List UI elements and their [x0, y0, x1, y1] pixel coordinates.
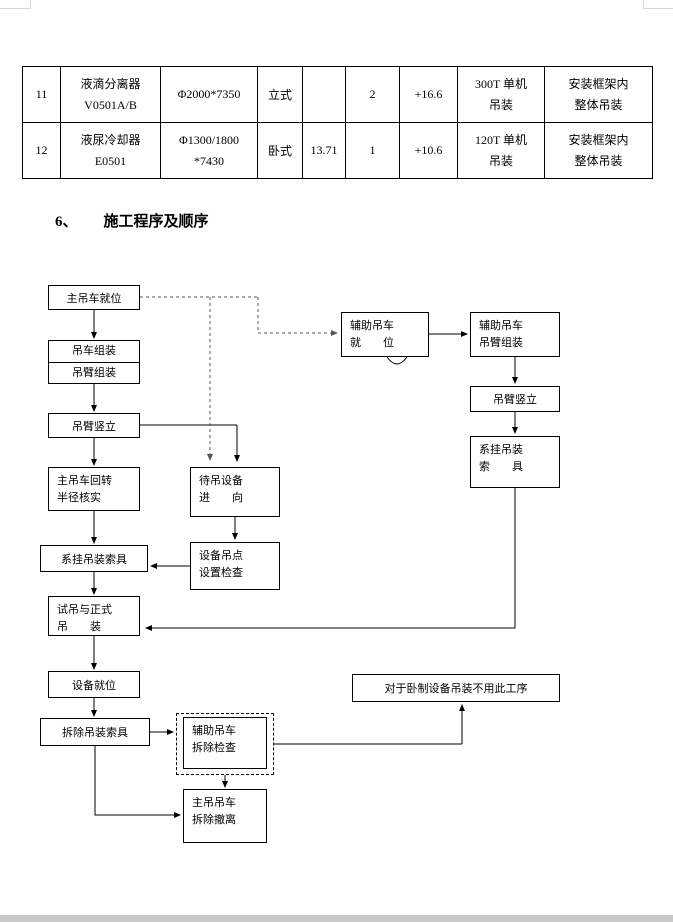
cell-method: 安装框架内 整体吊装	[544, 122, 653, 179]
page-margin-mark-top-left-v	[30, 0, 31, 9]
cell-equipment-name: 液滴分离器 V0501A/B	[60, 66, 161, 123]
flow-label: 试吊与正式	[57, 604, 112, 616]
crane-line: 吊装	[488, 97, 513, 112]
cell-weight: 13.71	[302, 122, 346, 179]
flow-label: 辅助吊车	[350, 320, 394, 332]
flow-label: 设备吊点	[199, 550, 243, 562]
crane-line: 300T 单机	[474, 76, 528, 91]
cell-weight	[302, 66, 346, 123]
cell-elevation: +10.6	[399, 122, 458, 179]
flow-label: 拆除吊装索具	[62, 727, 128, 739]
cell-method: 安装框架内 整体吊装	[544, 66, 653, 123]
cell-dimensions: Φ1300/1800 *7430	[160, 122, 258, 179]
flow-box-equipment-in-place: 设备就位	[48, 671, 140, 698]
equipment-tag: V0501A/B	[84, 97, 137, 112]
flow-label: 待吊设备	[199, 475, 243, 487]
flow-box-trial-and-formal-lift: 试吊与正式 吊 装	[48, 596, 140, 636]
flow-label: 拆除检查	[192, 742, 236, 754]
table-row: 11 液滴分离器 V0501A/B Φ2000*7350 立式 2 +16.6 …	[22, 66, 653, 123]
flow-label: 系挂吊装索具	[61, 553, 127, 566]
flow-label: 辅助吊车	[192, 725, 236, 737]
crane-line: 120T 单机	[474, 132, 528, 147]
flow-box-attach-rigging-left: 系挂吊装索具	[40, 545, 148, 572]
flow-box-slew-radius-check: 主吊车回转 半径核实	[48, 467, 140, 511]
flow-label: 系挂吊装	[479, 444, 523, 456]
flow-box-main-crane-in-place: 主吊车就位	[48, 285, 140, 310]
section-title: 施工程序及顺序	[103, 214, 209, 230]
cell-qty: 1	[345, 122, 400, 179]
flow-box-boom-erect-right: 吊臂竖立	[470, 386, 560, 412]
equipment-name: 液滴分离器	[80, 76, 141, 91]
page-margin-mark-top-left-h	[0, 8, 30, 9]
dimension-line: Φ2000*7350	[177, 87, 241, 101]
flow-box-equipment-arrival: 待吊设备 进 向	[190, 467, 280, 517]
flow-box-aux-crane-removal: 辅助吊车 拆除检查	[183, 717, 267, 769]
cell-orientation: 卧式	[257, 122, 303, 179]
flow-label: 设置检查	[199, 567, 243, 579]
flow-box-aux-crane-removal-outer: 辅助吊车 拆除检查	[176, 713, 274, 775]
flow-label: 进 向	[199, 492, 243, 504]
dimension-line: Φ1300/1800	[178, 132, 240, 147]
flow-box-crane-and-boom-assembly: 吊车组装 吊臂组装	[48, 340, 140, 384]
cell-equipment-name: 液尿冷却器 E0501	[60, 122, 161, 179]
section-heading: 6、 施工程序及顺序	[55, 210, 209, 231]
method-line: 整体吊装	[574, 97, 623, 112]
cell-crane: 120T 单机 吊装	[457, 122, 545, 179]
crane-line: 吊装	[488, 153, 513, 168]
flow-label: 设备就位	[72, 679, 116, 692]
flow-box-aux-boom-assembly: 辅助吊车 吊臂组装	[470, 312, 560, 357]
flow-label: 吊臂竖立	[72, 420, 116, 433]
cell-qty: 2	[345, 66, 400, 123]
page-margin-mark-top-right-v	[643, 0, 644, 9]
flow-label: 吊臂竖立	[493, 394, 537, 406]
flow-label: 吊 装	[57, 621, 101, 633]
flow-box-remove-rigging: 拆除吊装索具	[40, 718, 150, 746]
flow-box-horizontal-equipment-note: 对于卧制设备吊装不用此工序	[352, 674, 560, 702]
flow-label: 对于卧制设备吊装不用此工序	[384, 683, 528, 695]
page-margin-mark-top-right-h	[643, 8, 673, 9]
section-number: 6、	[55, 214, 78, 230]
method-line: 安装框架内	[568, 76, 629, 91]
flow-label: 主吊车回转	[57, 475, 112, 487]
flow-label: 主吊车就位	[66, 292, 122, 305]
equipment-name: 液尿冷却器	[80, 132, 141, 147]
flow-label: 吊臂组装	[479, 337, 523, 349]
dimension-line: *7430	[194, 153, 224, 168]
table-row: 12 液尿冷却器 E0501 Φ1300/1800 *7430 卧式 13.71…	[22, 122, 653, 179]
cell-dimensions: Φ2000*7350	[160, 66, 258, 123]
flow-label-boom-assembly: 吊臂组装	[49, 362, 139, 384]
method-line: 整体吊装	[574, 153, 623, 168]
page-bottom-edge	[0, 915, 673, 922]
flow-label: 拆除撤离	[192, 814, 236, 826]
flow-box-lifting-point-check: 设备吊点 设置检查	[190, 542, 280, 590]
flow-label: 半径核实	[57, 492, 101, 504]
flow-label: 主吊吊车	[192, 797, 236, 809]
flow-label: 就 位	[350, 337, 394, 349]
flow-label: 辅助吊车	[479, 320, 523, 332]
flow-box-boom-erect-left: 吊臂竖立	[48, 413, 140, 438]
cell-no: 12	[22, 122, 61, 179]
flow-box-main-crane-removal: 主吊吊车 拆除撤离	[183, 789, 267, 843]
cell-orientation: 立式	[257, 66, 303, 123]
cell-elevation: +16.6	[399, 66, 458, 123]
cell-no: 11	[22, 66, 61, 123]
cell-crane: 300T 单机 吊装	[457, 66, 545, 123]
equipment-table: 11 液滴分离器 V0501A/B Φ2000*7350 立式 2 +16.6 …	[22, 66, 653, 179]
flow-label: 索 具	[479, 461, 523, 473]
equipment-tag: E0501	[94, 153, 127, 168]
flow-box-attach-rigging-right: 系挂吊装 索 具	[470, 436, 560, 488]
flow-label-crane-assembly: 吊车组装	[72, 345, 116, 357]
flow-box-aux-crane-in-place: 辅助吊车 就 位	[341, 312, 429, 357]
method-line: 安装框架内	[568, 132, 629, 147]
